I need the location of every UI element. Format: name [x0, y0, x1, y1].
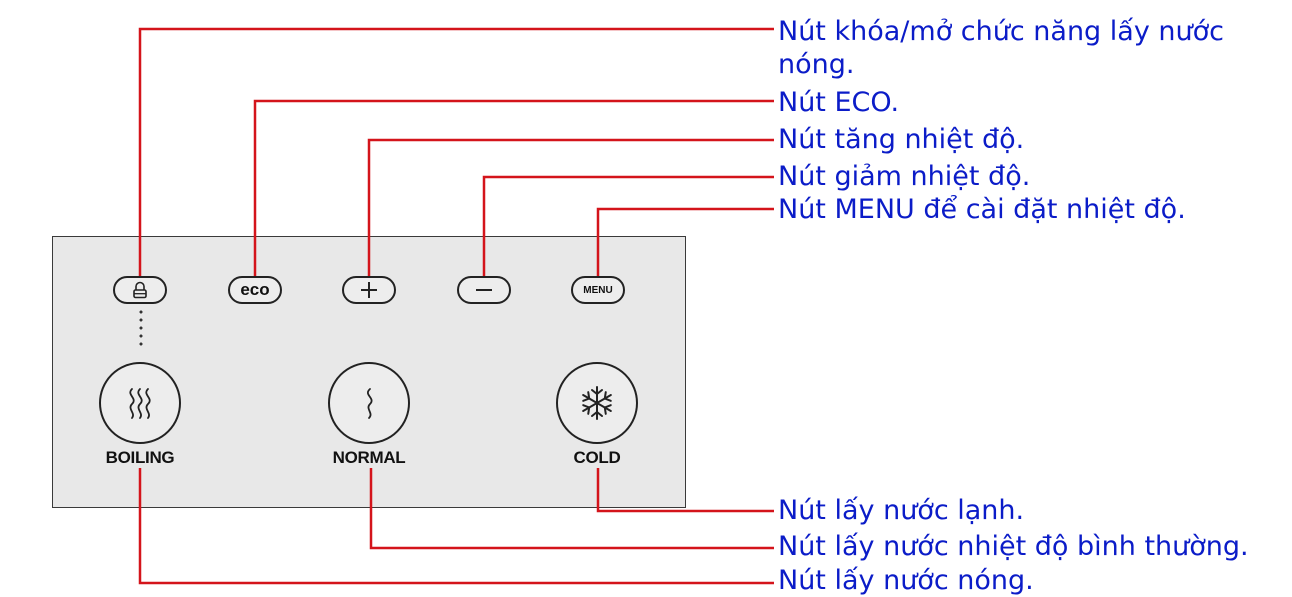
snowflake-icon	[582, 386, 612, 420]
normal-button[interactable]	[328, 362, 410, 444]
annotation-boiling: Nút lấy nước nóng.	[778, 565, 1034, 596]
annotation-normal: Nút lấy nước nhiệt độ bình thường.	[778, 531, 1249, 562]
annotation-cold: Nút lấy nước lạnh.	[778, 495, 1025, 526]
menu-button[interactable]: MENU	[571, 276, 625, 304]
cold-label: COLD	[573, 448, 621, 467]
annotation-eco: Nút ECO.	[778, 87, 900, 118]
menu-button-label: MENU	[583, 284, 613, 296]
steam-icon	[129, 388, 151, 419]
plus-button[interactable]	[342, 276, 396, 304]
callout-line-plus	[367, 138, 774, 276]
callout-line-lock	[138, 27, 774, 276]
boiling-button[interactable]	[99, 362, 181, 444]
lock-icon	[133, 281, 147, 299]
callout-line-normal	[369, 468, 774, 550]
callout-line-minus	[482, 175, 774, 276]
minus-icon	[476, 289, 492, 291]
lock-link-dots	[139, 308, 143, 346]
annotation-menu: Nút MENU để cài đặt nhiệt độ.	[778, 194, 1186, 225]
eco-button[interactable]: eco	[228, 276, 282, 304]
callout-line-menu	[596, 207, 774, 276]
normal-label: NORMAL	[332, 448, 406, 467]
annotation-plus: Nút tăng nhiệt độ.	[778, 124, 1025, 155]
callout-line-boiling	[138, 468, 774, 585]
wave-icon	[367, 388, 373, 419]
annotation-minus: Nút giảm nhiệt độ.	[778, 161, 1031, 192]
boiling-label: BOILING	[105, 448, 175, 467]
lock-button[interactable]	[113, 276, 167, 304]
eco-button-label: eco	[240, 280, 270, 299]
callout-line-eco	[253, 99, 774, 276]
annotation-lock: Nút khóa/mở chức năng lấy nước nóng.	[778, 16, 1224, 80]
plus-icon	[361, 282, 377, 298]
callout-line-cold	[596, 468, 774, 513]
minus-button[interactable]	[457, 276, 511, 304]
cold-button[interactable]	[556, 362, 638, 444]
